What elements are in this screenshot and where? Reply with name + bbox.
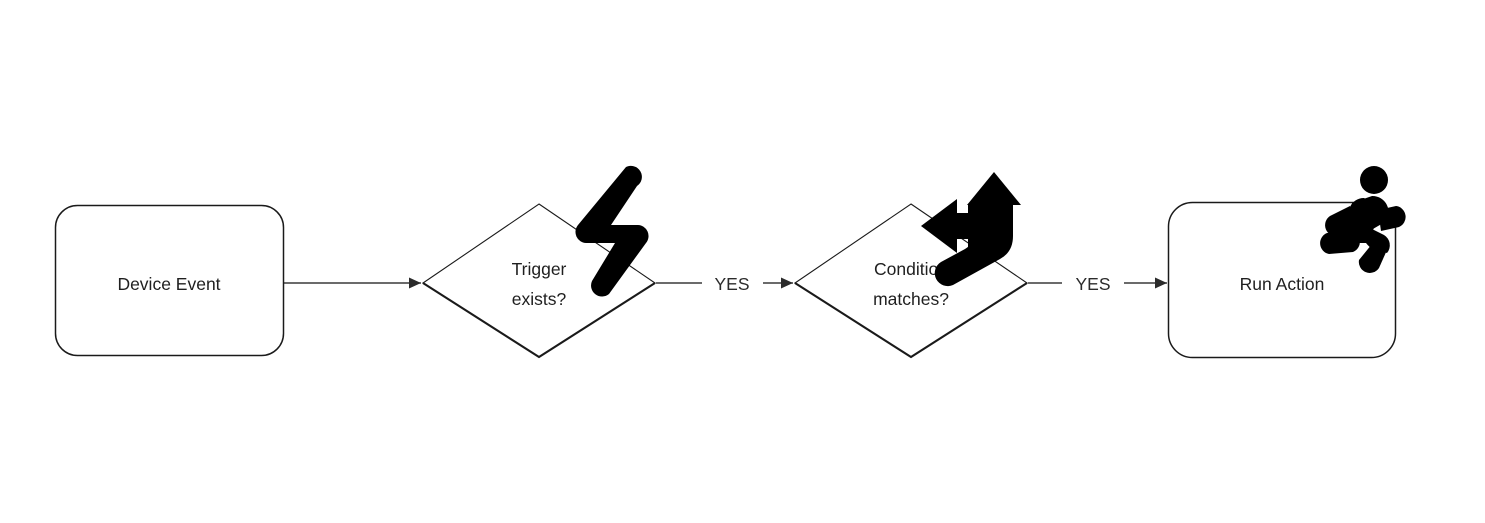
- condition-matches-label-line1: Condition: [874, 259, 948, 279]
- run-action-label: Run Action: [1240, 274, 1325, 294]
- node-trigger-exists[interactable]: Trigger exists?: [422, 203, 656, 359]
- edge-3-arrowhead: [1155, 277, 1167, 289]
- device-event-shape[interactable]: [54, 204, 285, 357]
- branch-arrow-icon: [921, 172, 1021, 287]
- edge-2-arrowhead: [781, 277, 793, 289]
- device-event-label: Device Event: [117, 274, 220, 294]
- trigger-exists-label-line1: Trigger: [512, 259, 567, 279]
- edge-label-yes-1: YES: [714, 274, 749, 294]
- trigger-exists-shape-emphasis: [422, 282, 656, 359]
- node-condition-matches[interactable]: Condition matches?: [794, 203, 1028, 359]
- edge-trigger-to-condition: YES: [656, 274, 793, 294]
- running-person-icon: [1320, 166, 1406, 273]
- condition-matches-shape-emphasis: [794, 282, 1028, 359]
- trigger-exists-label-line2: exists?: [512, 289, 567, 309]
- edge-device-event-to-trigger: [284, 277, 421, 289]
- edge-label-yes-2: YES: [1075, 274, 1110, 294]
- lightning-bolt-icon: [575, 165, 649, 297]
- condition-matches-label-line2: matches?: [873, 289, 949, 309]
- edge-condition-to-run-action: YES: [1028, 274, 1167, 294]
- edge-1-arrowhead: [409, 277, 421, 289]
- node-device-event[interactable]: Device Event: [54, 204, 285, 357]
